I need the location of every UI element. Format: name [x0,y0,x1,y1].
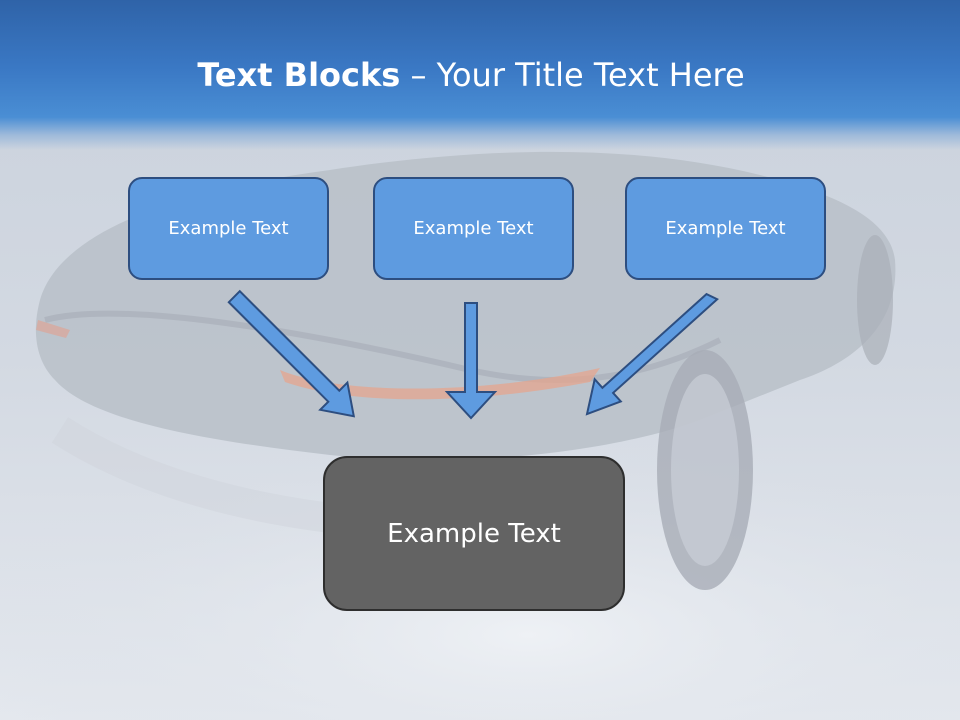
text-block-2-label: Example Text [413,218,534,239]
main-text-block[interactable]: Example Text [323,456,625,611]
text-block-1[interactable]: Example Text [128,177,329,280]
text-block-3-label: Example Text [665,218,786,239]
title-rest: – Your Title Text Here [400,56,745,94]
text-block-3[interactable]: Example Text [625,177,826,280]
title-bold: Text Blocks [197,56,401,94]
text-block-1-label: Example Text [168,218,289,239]
header-band [0,0,960,150]
text-block-2[interactable]: Example Text [373,177,574,280]
main-text-block-label: Example Text [387,518,561,549]
slide-title[interactable]: Text Blocks – Your Title Text Here [0,52,942,98]
